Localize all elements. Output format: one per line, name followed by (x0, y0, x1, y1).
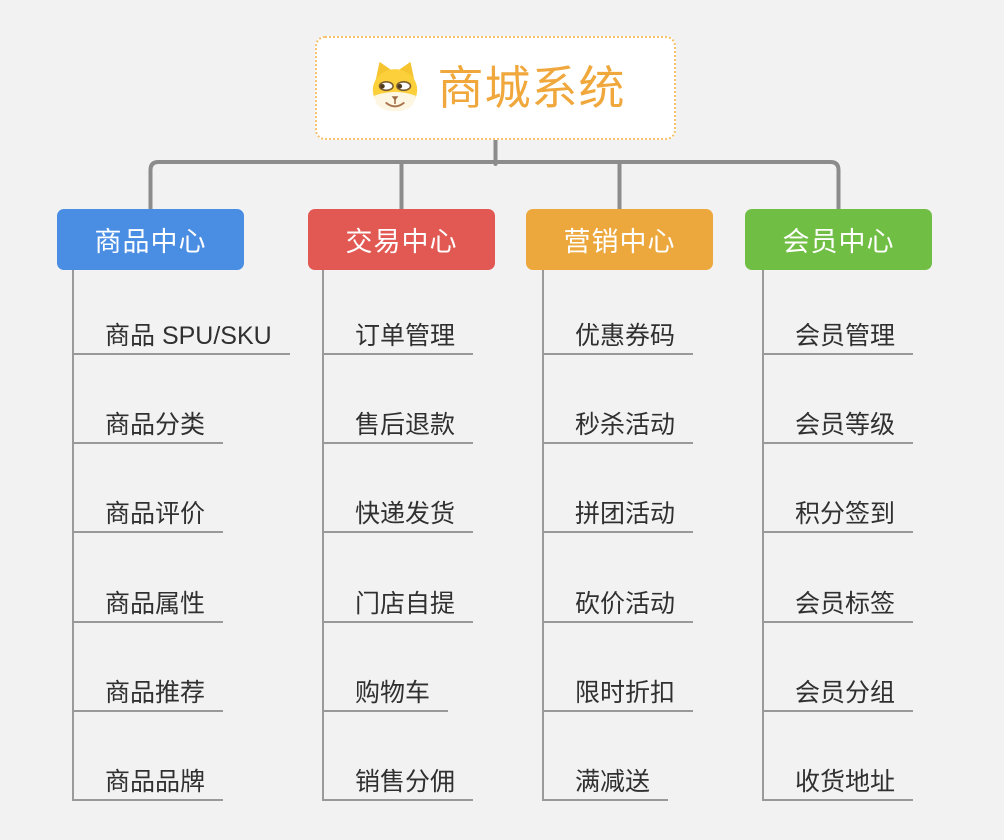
root-topic-label: 商城系统 (437, 62, 626, 114)
subtopic[interactable]: 商品推荐 (72, 677, 224, 712)
subtopics-trade-center: 订单管理 售后退款 快递发货 门店自提 购物车 销售分佣 (322, 270, 602, 801)
subtopic[interactable]: 满减送 (542, 766, 669, 801)
subtopic[interactable]: 会员管理 (762, 320, 914, 355)
branch-topic-label: 营销中心 (563, 227, 676, 257)
subtopic[interactable]: 砍价活动 (542, 588, 694, 623)
subtopics-member-center: 会员管理 会员等级 积分签到 会员标签 会员分组 收货地址 (762, 270, 1004, 801)
subtopic[interactable]: 收货地址 (762, 766, 914, 801)
subtopic[interactable]: 拼团活动 (542, 498, 694, 533)
subtopics-product-center: 商品 SPU/SKU 商品分类 商品评价 商品属性 商品推荐 商品品牌 (72, 270, 352, 801)
branch-topic-member-center[interactable]: 会员中心 (745, 209, 932, 270)
branch-topic-label: 商品中心 (94, 227, 207, 257)
subtopic[interactable]: 优惠券码 (542, 320, 694, 355)
branch-topic-trade-center[interactable]: 交易中心 (308, 209, 495, 270)
subtopic[interactable]: 销售分佣 (322, 766, 474, 801)
subtopic[interactable]: 门店自提 (322, 588, 474, 623)
subtopic[interactable]: 会员分组 (762, 677, 914, 712)
subtopic[interactable]: 商品评价 (72, 498, 224, 533)
subtopic[interactable]: 商品品牌 (72, 766, 224, 801)
subtopic[interactable]: 限时折扣 (542, 677, 694, 712)
subtopic[interactable]: 会员等级 (762, 409, 914, 444)
subtopic[interactable]: 订单管理 (322, 320, 474, 355)
subtopic[interactable]: 商品属性 (72, 588, 224, 623)
subtopic[interactable]: 秒杀活动 (542, 409, 694, 444)
branch-topic-product-center[interactable]: 商品中心 (57, 209, 244, 270)
subtopic[interactable]: 商品 SPU/SKU (72, 320, 290, 355)
branch-topic-label: 交易中心 (345, 227, 458, 257)
subtopic[interactable]: 购物车 (322, 677, 449, 712)
subtopic[interactable]: 积分签到 (762, 498, 914, 533)
branch-bus-line (148, 160, 841, 211)
subtopic[interactable]: 售后退款 (322, 409, 474, 444)
branch-topic-label: 会员中心 (782, 227, 895, 257)
root-topic[interactable]: 商城系统 (315, 36, 676, 140)
subtopic[interactable]: 快递发货 (322, 498, 474, 533)
subtopic[interactable]: 会员标签 (762, 588, 914, 623)
dog-face-icon (372, 61, 417, 112)
subtopic[interactable]: 商品分类 (72, 409, 224, 444)
branch-topic-marketing-center[interactable]: 营销中心 (526, 209, 713, 270)
subtopics-marketing-center: 优惠券码 秒杀活动 拼团活动 砍价活动 限时折扣 满减送 (542, 270, 822, 801)
